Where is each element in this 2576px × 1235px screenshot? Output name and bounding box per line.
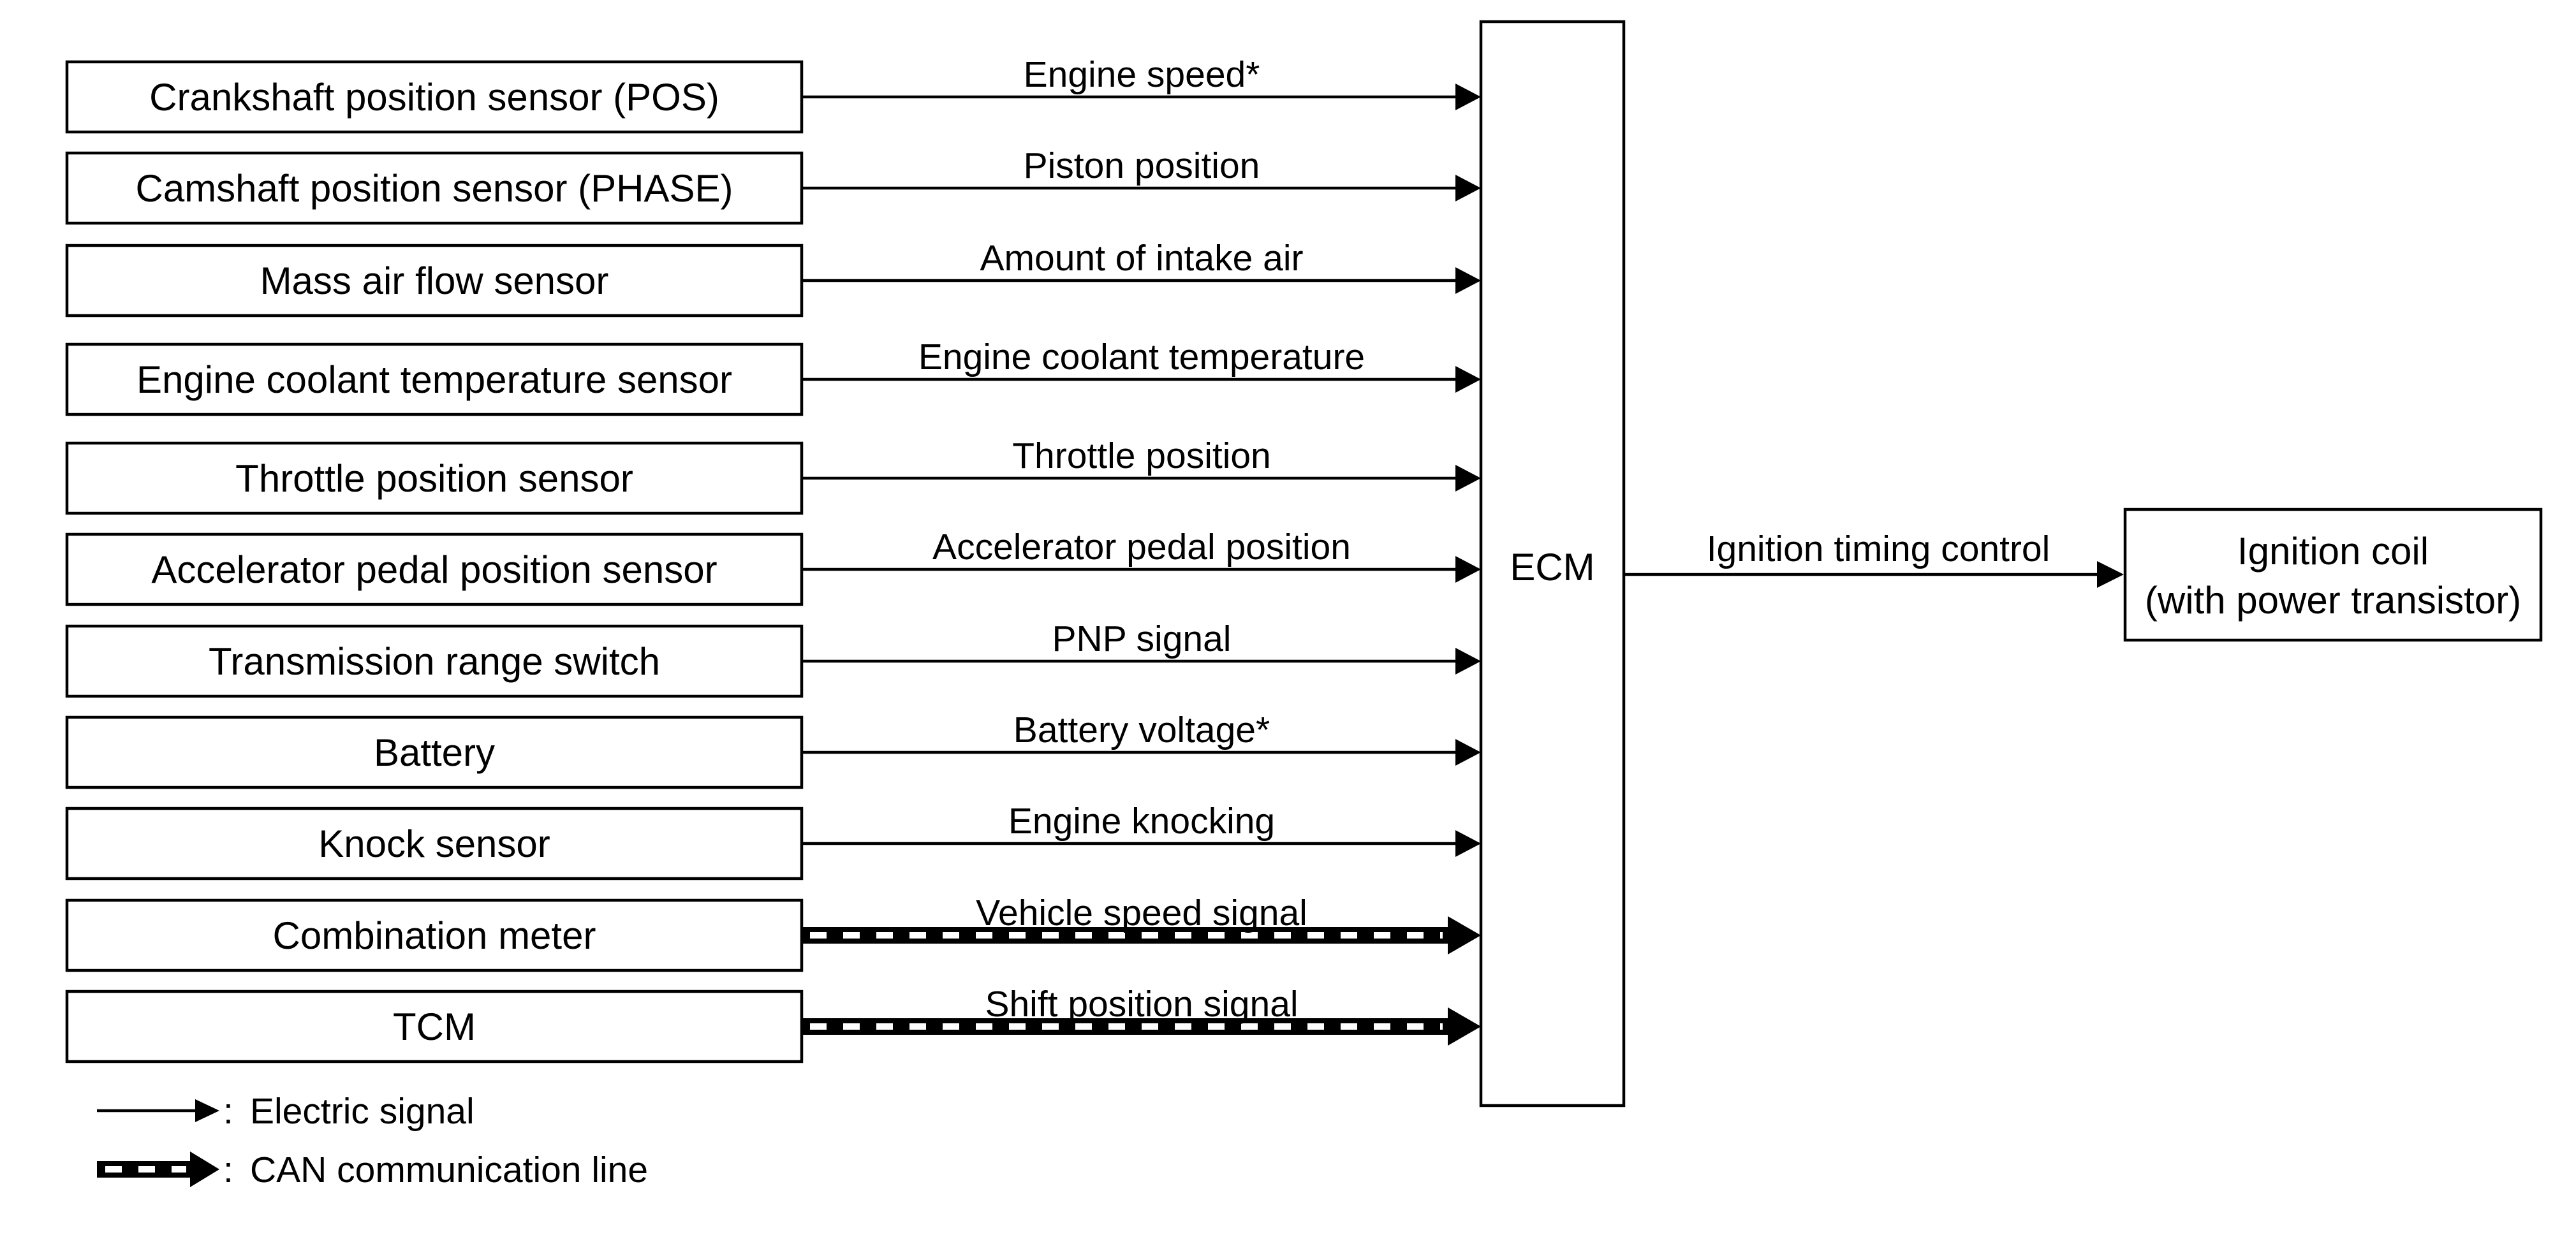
input-row: Battery Battery voltage* xyxy=(65,710,1481,789)
can-arrowhead xyxy=(1448,1007,1481,1046)
ecm-box xyxy=(1479,20,1626,1107)
signal-arrowhead xyxy=(1455,465,1481,492)
signal-label: Engine speed* xyxy=(1024,54,1260,95)
source-box xyxy=(65,990,804,1063)
signal-arrowhead xyxy=(1455,175,1481,201)
source-box xyxy=(65,807,804,881)
can-arrowhead xyxy=(1448,916,1481,954)
legend-can-label: CAN communication line xyxy=(250,1150,648,1190)
source-box xyxy=(65,60,804,134)
signal-arrowhead xyxy=(1455,267,1481,294)
source-label: Transmission range switch xyxy=(209,640,660,683)
signal-label: Shift position signal xyxy=(985,984,1298,1025)
source-box xyxy=(65,151,804,225)
output-arrowhead xyxy=(2097,561,2124,588)
source-label: Battery xyxy=(374,731,495,774)
input-row: TCM Shift position signal xyxy=(65,984,1481,1063)
signal-arrowhead xyxy=(1455,366,1481,393)
source-box xyxy=(65,898,804,972)
signal-label: Accelerator pedal position xyxy=(932,527,1351,567)
ignition-coil-label: Ignition coil xyxy=(2237,530,2429,573)
source-label: TCM xyxy=(393,1005,476,1048)
source-label: Crankshaft position sensor (POS) xyxy=(149,76,719,119)
input-row: Transmission range switch PNP signal xyxy=(65,618,1481,698)
source-label: Mass air flow sensor xyxy=(260,259,609,302)
source-box xyxy=(65,624,804,698)
signal-label: Engine coolant temperature xyxy=(918,337,1365,377)
ecm-label: ECM xyxy=(1510,546,1594,588)
ignition-coil-box xyxy=(2123,508,2543,642)
input-row: Crankshaft position sensor (POS) Engine s… xyxy=(65,54,1481,134)
signal-label: Battery voltage* xyxy=(1013,710,1270,750)
signal-arrowhead xyxy=(1455,830,1481,857)
source-label: Accelerator pedal position sensor xyxy=(151,548,717,591)
input-row: Combination meter Vehicle speed signal xyxy=(65,893,1481,972)
legend-electric-arrowhead xyxy=(195,1099,219,1122)
ecm-block: ECM xyxy=(1479,20,1626,1107)
input-row: Knock sensor Engine knocking xyxy=(65,801,1481,881)
ignition-coil-sublabel: (with power transistor) xyxy=(2145,579,2521,622)
legend-electric-separator: : xyxy=(223,1091,233,1132)
input-sources: Crankshaft position sensor (POS) Engine s… xyxy=(65,54,1481,1063)
output-connection: Ignition timing control xyxy=(1624,529,2124,588)
signal-label: Throttle position xyxy=(1012,435,1271,476)
input-row: Accelerator pedal position sensor Acceler… xyxy=(65,527,1481,606)
signal-arrowhead xyxy=(1455,739,1481,766)
source-box xyxy=(65,244,804,318)
source-label: Throttle position sensor xyxy=(235,457,633,500)
output-signal-label: Ignition timing control xyxy=(1707,529,2050,569)
source-label: Knock sensor xyxy=(318,822,550,865)
input-row: Mass air flow sensor Amount of intake air xyxy=(65,238,1481,318)
signal-arrowhead xyxy=(1455,556,1481,583)
signal-label: Vehicle speed signal xyxy=(976,893,1307,933)
signal-label: Engine knocking xyxy=(1008,801,1275,842)
signal-label: PNP signal xyxy=(1052,618,1232,659)
source-label: Combination meter xyxy=(273,914,596,957)
signal-label: Amount of intake air xyxy=(980,238,1304,279)
input-row: Camshaft position sensor (PHASE) Piston p… xyxy=(65,145,1481,225)
input-row: Engine coolant temperature sensor Engine … xyxy=(65,337,1481,416)
signal-label: Piston position xyxy=(1024,145,1260,186)
ignition-coil-block: Ignition coil (with power transistor) xyxy=(2123,508,2543,642)
legend: : Electric signal : CAN communication li… xyxy=(97,1091,648,1190)
signal-arrowhead xyxy=(1455,84,1481,110)
source-label: Engine coolant temperature sensor xyxy=(136,358,732,401)
legend-can-arrowhead xyxy=(190,1151,219,1187)
legend-electric-label: Electric signal xyxy=(250,1091,475,1132)
source-label: Camshaft position sensor (PHASE) xyxy=(135,167,733,210)
signal-arrowhead xyxy=(1455,648,1481,675)
input-row: Throttle position sensor Throttle positio… xyxy=(65,435,1481,515)
legend-can-separator: : xyxy=(223,1150,233,1190)
source-box xyxy=(65,342,804,416)
